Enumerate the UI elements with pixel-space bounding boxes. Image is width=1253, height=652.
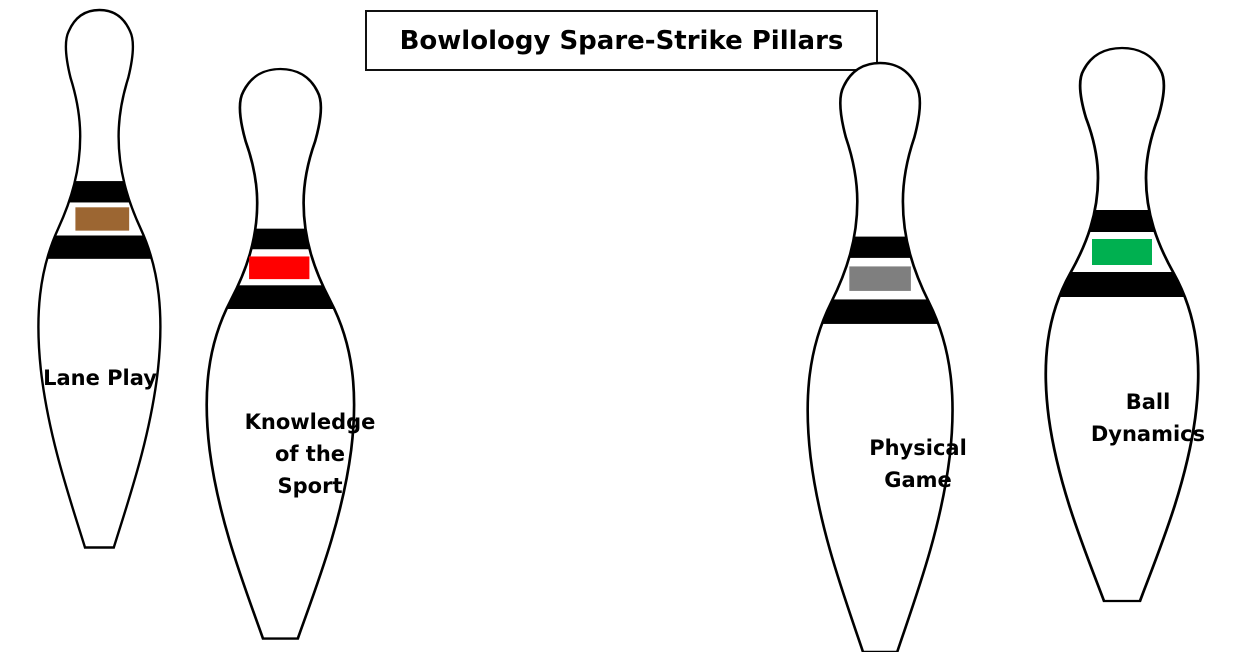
pin-band-upper [38,181,161,203]
pin-swatch [849,266,911,291]
pin-band-upper [206,228,355,250]
pin-band-lower [1045,272,1199,297]
pin-band-lower [807,299,953,324]
title-box: Bowlology Spare-Strike Pillars [365,10,878,71]
pin-lane-play [37,8,162,549]
pin-knowledge-of-the-sport [205,67,356,640]
pin-label-line: Lane Play [43,366,157,390]
pin-band-upper [807,236,953,258]
pin-swatch [75,207,130,231]
pin-label-line: Sport [277,474,343,498]
pin-label-line: of the [274,442,346,466]
pin-band-upper [1045,210,1199,232]
pin-physical-game [806,61,954,652]
pin-ball-dynamics [1044,46,1200,603]
pin-band-lower [206,285,355,309]
pin-swatch [249,256,310,280]
pin-label-line: Game [884,468,952,492]
pin-label-line: Knowledge [244,410,376,434]
diagram-title: Bowlology Spare-Strike Pillars [399,25,844,56]
pin-label-physical-game: Physical Game [848,432,988,496]
pin-swatch [1092,239,1152,265]
pin-label-ball-dynamics: Ball Dynamics [1078,386,1218,450]
pin-label-line: Dynamics [1090,422,1206,446]
pin-band-lower [38,235,161,259]
pin-label-lane-play: Lane Play [30,362,170,394]
pin-label-knowledge-of-the-sport: Knowledge of the Sport [230,406,390,502]
pin-label-line: Ball [1125,390,1171,414]
pin-label-line: Physical [869,436,967,460]
